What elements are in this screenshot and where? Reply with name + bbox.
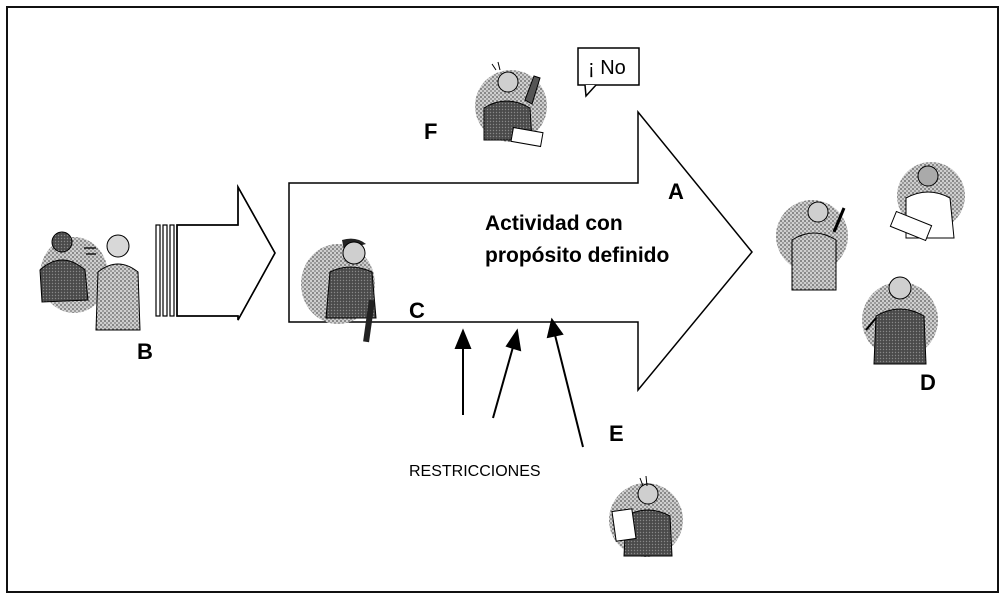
label-f: F bbox=[424, 119, 437, 144]
speech-bubble bbox=[577, 47, 640, 98]
main-arrow-text-line2: propósito definido bbox=[485, 244, 669, 267]
person-reading-document-icon bbox=[609, 475, 683, 557]
label-a: A bbox=[668, 179, 684, 204]
label-c: C bbox=[409, 298, 425, 323]
constraint-arrow-2 bbox=[492, 346, 514, 419]
label-b: B bbox=[137, 339, 153, 364]
label-d: D bbox=[920, 370, 936, 395]
diagram-border bbox=[6, 6, 999, 593]
speech-bubble-text: ¡ No bbox=[588, 57, 626, 79]
constraint-arrows bbox=[454, 317, 584, 448]
two-people-talking-icon bbox=[39, 231, 141, 331]
main-arrow-text-line1: Actividad con bbox=[485, 212, 623, 235]
label-e: E bbox=[609, 421, 624, 446]
input-arrow bbox=[155, 184, 276, 321]
angry-person-at-desk-icon bbox=[475, 61, 547, 148]
constraint-arrow-3 bbox=[554, 334, 584, 448]
worker-with-cap-icon bbox=[301, 238, 377, 343]
customers-group-icon bbox=[776, 162, 965, 365]
constraints-label: RESTRICCIONES bbox=[409, 463, 541, 480]
